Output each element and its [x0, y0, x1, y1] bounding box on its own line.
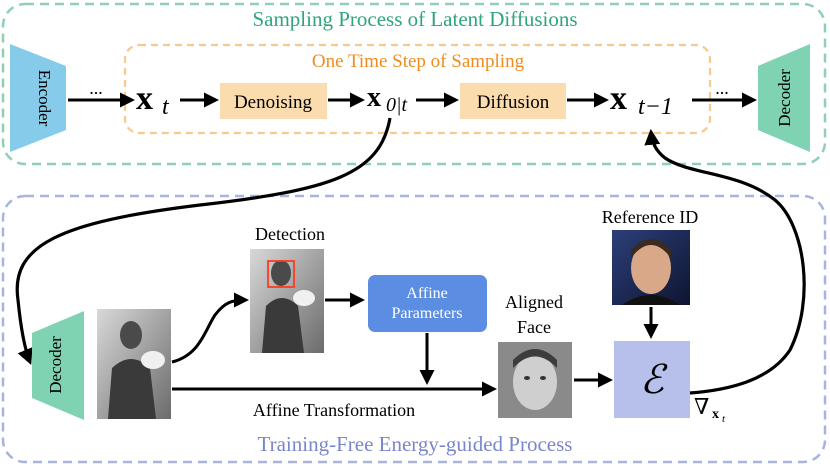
arrow-energy-to-xtm1 — [644, 128, 806, 395]
detection-label: Detection — [255, 224, 325, 244]
gradient-x-subscript: x — [712, 407, 719, 422]
decoder-label-bottom: Decoder — [46, 336, 65, 394]
encoder-label: Encoder — [35, 70, 54, 127]
arrow-x0t-to-decoder — [15, 117, 392, 365]
denoising-label: Denoising — [234, 92, 313, 113]
detection-photo — [250, 249, 324, 353]
x0t-symbol: x — [367, 82, 381, 113]
diffusion-label: Diffusion — [477, 92, 550, 113]
affine-parameters-box — [368, 275, 487, 332]
reference-face-photo — [612, 230, 690, 305]
aligned-face-photo — [498, 342, 572, 418]
ellipsis-left: ... — [89, 78, 103, 98]
ellipsis-right: ... — [715, 78, 729, 98]
aligned-label-line2: Face — [517, 317, 551, 337]
sampling-process-title: Sampling Process of Latent Diffusions — [252, 7, 577, 31]
grayscale-face-closeup-icon — [513, 354, 557, 410]
diffusion-box — [460, 83, 566, 119]
face-detection-box — [267, 260, 295, 288]
xt-subscript: t — [162, 94, 170, 120]
input-photo — [97, 309, 171, 419]
xtm1-symbol: x — [610, 80, 627, 117]
gradient-nabla: ∇ — [694, 394, 709, 419]
decoder-label-top: Decoder — [775, 69, 794, 127]
arrow-input-to-detection — [171, 292, 249, 364]
one-time-step-frame — [123, 43, 712, 135]
xt-symbol: x — [136, 80, 153, 117]
color-face-closeup-icon — [631, 242, 671, 294]
training-process-frame — [1, 194, 827, 464]
training-process-title: Training-Free Energy-guided Process — [258, 432, 573, 456]
grayscale-portrait-with-face-box-icon — [271, 260, 291, 286]
grayscale-portrait-icon — [120, 321, 142, 349]
affine-parameters-line2: Parameters — [391, 305, 462, 322]
decoder-block-bottom — [32, 311, 84, 420]
sampling-process-frame — [1, 2, 827, 166]
energy-symbol: ℰ — [640, 357, 668, 402]
gradient-t-subscript: t — [722, 413, 726, 425]
denoising-box — [220, 83, 327, 119]
xtm1-subscript: t−1 — [638, 94, 673, 120]
energy-function-box — [614, 341, 690, 418]
affine-transformation-label: Affine Transformation — [253, 400, 415, 420]
x0t-subscript: 0|t — [386, 94, 407, 116]
aligned-label-line1: Aligned — [505, 292, 563, 312]
decoder-block-top — [758, 44, 810, 152]
one-time-step-title: One Time Step of Sampling — [312, 51, 525, 72]
encoder-block — [10, 44, 66, 152]
reference-id-label: Reference ID — [602, 207, 698, 227]
affine-parameters-line1: Affine — [406, 285, 447, 302]
